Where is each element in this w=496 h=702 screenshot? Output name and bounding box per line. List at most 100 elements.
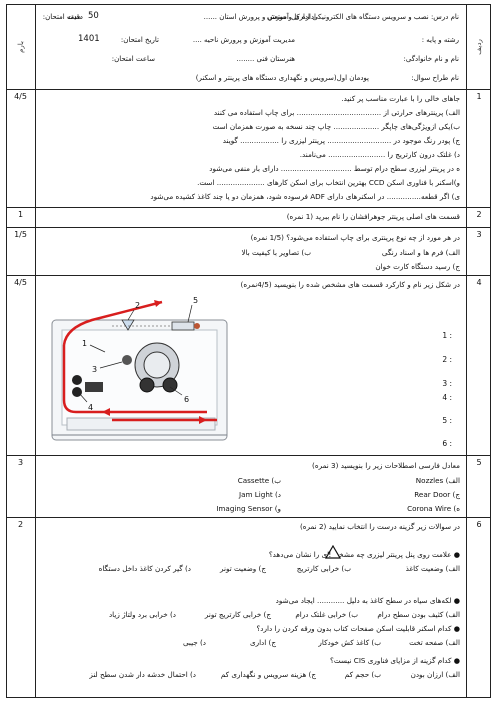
question-text: در شکل زیر نام و کارکرد قسمت های مشخص شد…: [240, 280, 460, 289]
answer-label-1: 1 :: [442, 331, 452, 340]
arrowheads: [102, 300, 207, 424]
question-number: 2: [466, 208, 491, 227]
mc4-option-c: ج) هزینه سرویس و نگهداری کم: [220, 670, 316, 679]
term-a: الف) Nozzles: [415, 476, 460, 485]
mc1-option-b: ب) خرابی کارتریج: [296, 564, 351, 573]
option-c: ج) رسید دستگاه کارت خوان: [375, 262, 460, 271]
mc4-option-b: ب) حجم کم: [344, 670, 381, 679]
mc4-option-d: د) احتمال خدشه دار شدن سطح لنز: [89, 670, 196, 679]
question-mark: 1/5: [6, 228, 36, 275]
term-d: د) Jam Light: [238, 490, 281, 499]
laser-printer-diagram: 1 2 3 4 5 6: [51, 296, 228, 441]
paper-jam-symbol-icon: !: [325, 545, 341, 559]
exam-date-label: تاریخ امتحان:: [120, 36, 159, 44]
answer-label-5: 5 :: [442, 416, 452, 425]
term-b: ب) Cassette: [237, 476, 281, 485]
mc3-option-a: الف) صفحه تخت: [409, 638, 460, 647]
question-text: معادل فارسی اصطلاحات زیر را بنویسید (3 ن…: [312, 461, 460, 470]
answer-label-6: 6 :: [442, 439, 452, 448]
exam-header: ردیف بارم نام درس: نصب و سرویس دستگاه ها…: [6, 4, 491, 90]
mc1-option-d: د) گیر کردن کاغذ داخل دستگاه: [98, 564, 191, 573]
option-b: ب) تصاویر با کیفیت بالا: [241, 248, 311, 257]
fill-blank-e: ه در پرینتر لیزری سطح درام توسط ........…: [209, 164, 460, 173]
diagram-numbers: 1 2 3 4 5 6: [82, 296, 198, 412]
answer-label-3: 3 :: [442, 379, 452, 388]
question-mark: 2: [6, 518, 36, 697]
mc-question-3: ● کدام اسکنر قابلیت اسکن صفحات کتاب بدون…: [256, 624, 460, 633]
header-mark-label-cell: بارم: [6, 4, 36, 90]
course-name: نام درس: نصب و سرویس دستگاه های الکترونی…: [266, 13, 459, 21]
question-number: 1: [466, 90, 491, 207]
diagram-label-3: 3: [92, 365, 97, 374]
diagram-label-2: 2: [135, 301, 140, 310]
answer-label-4: 4 :: [442, 393, 452, 402]
designer-name: نام طراح سوال:: [411, 74, 459, 82]
mc1-option-c: ج) وضعیت تونر: [220, 564, 266, 573]
mc2-option-a: الف) کثیف بودن سطح درام: [377, 610, 460, 619]
mc3-option-b: ب) کاغذ کش خودکار: [318, 638, 381, 647]
fill-blank-b: ب)یکی ازویژگی‌های چاپگر ................…: [212, 122, 460, 131]
duration-value: 50: [88, 11, 99, 21]
mark-column-label: بارم: [16, 41, 25, 53]
province-office: اداره کل آموزش و پرورش استان ......: [203, 13, 316, 21]
mc4-option-a: الف) ارزان بودن: [410, 670, 460, 679]
row-column-label: ردیف: [475, 39, 483, 55]
leader-lines: [78, 304, 193, 403]
laser-unit: [112, 319, 200, 331]
mc-question-2: ● لکه‌های سیاه در سطح کاغذ به دلیل .....…: [275, 596, 460, 605]
district-office: مدیریت آموزش و پرورش ناحیه ....: [192, 36, 295, 44]
question-row-1: 1 4/5 جاهای خالی را با عبارت مناسب پر کن…: [6, 90, 491, 208]
field-grade: رشته و پایه :: [421, 36, 459, 44]
drum-assembly: [122, 342, 180, 393]
mc1-option-a: الف) وضعیت کاغذ: [405, 564, 460, 573]
question-row-5: 5 3 معادل فارسی اصطلاحات زیر را بنویسید …: [6, 456, 491, 518]
fuser-rollers: [72, 375, 103, 397]
exam-date-value: 1401: [78, 34, 100, 44]
question-row-2: 2 1 قسمت های اصلی پرینتر جوهرافشان را نا…: [6, 208, 491, 228]
diagram-label-6: 6: [184, 395, 189, 404]
option-a: الف) فرم ها و اسناد رنگی: [381, 248, 460, 257]
question-text: قسمت های اصلی پرینتر جوهرافشان را نام بب…: [286, 212, 460, 221]
mc2-option-b: ب) خرابی غلتک درام: [295, 610, 358, 619]
question-row-4: 4 4/5 در شکل زیر نام و کارکرد قسمت های م…: [6, 276, 491, 456]
fill-blank-c: ج) پودر رنگ موجود در ...................…: [222, 136, 460, 145]
question-mark: 3: [6, 456, 36, 517]
question-row-3: 3 1/5 در هر مورد از چه نوع پرینتری برای …: [6, 228, 491, 276]
mc-question-1: ● علامت روی پنل پرینتر لیزری چه مشخصه‌ای…: [268, 550, 460, 559]
fill-blank-g: ی) اگر قطعه............... در اسکنرهای د…: [150, 192, 460, 201]
school-name: هنرستان فنی ........: [236, 55, 295, 63]
duration-unit: دقیقه: [67, 13, 83, 21]
header-row-label-cell: ردیف: [466, 4, 491, 90]
question-mark: 4/5: [6, 276, 36, 455]
question-text: در هر مورد از چه نوع پرینتری برای چاپ اس…: [250, 233, 460, 242]
diagram-label-1: 1: [82, 339, 87, 348]
mc2-option-c: ج) خرابی کارتریج تونر: [204, 610, 271, 619]
term-e: ه) Corona Wire: [407, 504, 460, 513]
fill-blank-f: و)اسکنر با فناوری اسکن CCD بهترین انتخاب…: [197, 178, 460, 187]
question-text: در سوالات زیر گزینه درست را انتخاب نمایی…: [299, 522, 460, 531]
fill-blank-d: د) غلتک درون کارتریج را ................…: [299, 150, 460, 159]
answer-label-2: 2 :: [442, 355, 452, 364]
term-f: و) Imaging Sensor: [216, 504, 281, 513]
svg-text:!: !: [328, 550, 331, 559]
question-number: 6: [466, 518, 491, 697]
question-number: 3: [466, 228, 491, 275]
question-mark: 4/5: [6, 90, 36, 207]
mc3-option-d: د) جیبی: [182, 638, 206, 647]
question-number: 4: [466, 276, 491, 455]
question-text: جاهای خالی را با عبارت مناسب پر کنید.: [341, 94, 460, 103]
student-name: نام و نام خانوادگی:: [403, 55, 460, 63]
question-number: 5: [466, 456, 491, 517]
mc-question-4: ● کدام گزینه از مزایای فناوری CIS نیست؟: [330, 656, 460, 665]
mc3-option-c: ج) اداری: [249, 638, 276, 647]
module-title: پودمان اول(سرویس و نگهداری دستگاه های پر…: [195, 74, 369, 82]
diagram-label-4: 4: [88, 403, 93, 412]
term-c: ج) Rear Door: [414, 490, 460, 499]
question-row-6: 6 2 در سوالات زیر گزینه درست را انتخاب ن…: [6, 518, 491, 698]
mc2-option-d: د) خرابی برد ولتاژ زیاد: [108, 610, 176, 619]
fill-blank-a: الف) پرینترهای حرارتی از ...............…: [213, 108, 460, 117]
duration-label: مدت امتحان:: [42, 13, 81, 21]
diagram-label-5: 5: [193, 296, 198, 305]
question-mark: 1: [6, 208, 36, 227]
exam-time-label: ساعت امتحان:: [111, 55, 155, 63]
